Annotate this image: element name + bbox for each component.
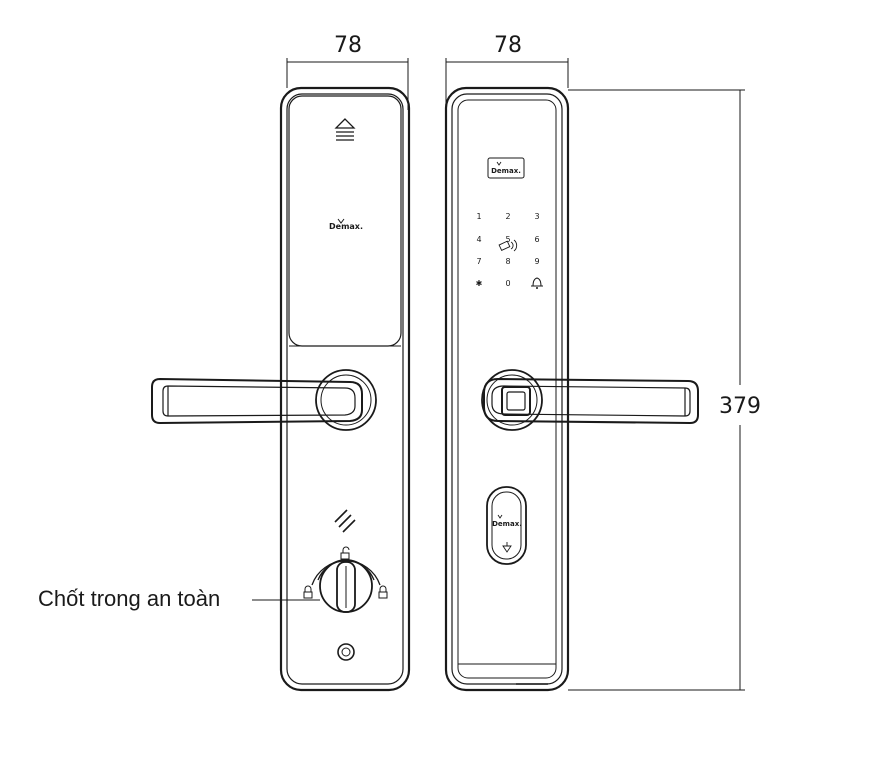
height-label: 379 <box>719 394 761 419</box>
bell-icon[interactable] <box>531 277 543 289</box>
front-handle-rose <box>481 369 543 431</box>
safety-latch-callout: Chốt trong an toàn <box>38 586 320 611</box>
back-handle-lever[interactable] <box>151 377 363 425</box>
key-3[interactable]: 3 <box>534 212 539 221</box>
sensor-hatch-icon <box>334 509 356 533</box>
front-handle-lever[interactable] <box>483 377 699 425</box>
key-arrow-icon <box>502 542 512 553</box>
front-brand-logo: Demax. <box>487 157 525 179</box>
key-8[interactable]: 8 <box>505 257 510 266</box>
dimension-width-back: 78 <box>286 33 409 110</box>
key-4[interactable]: 4 <box>476 235 481 244</box>
key-2[interactable]: 2 <box>505 212 510 221</box>
lock-icon <box>378 585 388 599</box>
unlock-icon <box>340 546 350 560</box>
front-panel: Demax. 1 2 3 4 5 6 7 8 9 ✱ 0 <box>444 86 699 692</box>
fingerprint-sensor-icon[interactable] <box>501 386 531 416</box>
svg-text:Demax.: Demax. <box>329 222 363 231</box>
key-5[interactable]: 5 <box>505 235 510 244</box>
key-7[interactable]: 7 <box>476 257 481 266</box>
key-6[interactable]: 6 <box>534 235 539 244</box>
nfc-card-icon <box>498 239 518 252</box>
back-handle-rose <box>315 369 377 431</box>
key-0[interactable]: 0 <box>505 279 510 288</box>
key-9[interactable]: 9 <box>534 257 539 266</box>
width-front-label: 78 <box>494 33 522 58</box>
key-1[interactable]: 1 <box>476 212 481 221</box>
front-badge-logo: Demax. <box>492 520 522 528</box>
back-brand-logo: Demax. <box>329 218 363 231</box>
eject-icon <box>334 118 356 141</box>
key-star[interactable]: ✱ <box>476 279 483 288</box>
width-back-label: 78 <box>334 33 362 58</box>
safety-latch-knob[interactable] <box>311 559 381 613</box>
svg-text:Demax.: Demax. <box>491 167 521 175</box>
lock-icon <box>303 585 313 599</box>
keypad: 1 2 3 4 5 6 7 8 9 ✱ 0 <box>476 212 543 289</box>
dimension-height: 379 <box>568 89 761 691</box>
back-panel: Demax. <box>151 86 411 692</box>
back-keyhole <box>337 643 355 661</box>
safety-latch-label: Chốt trong an toàn <box>38 586 220 611</box>
dimension-width-front: 78 <box>445 33 569 110</box>
front-lower-badge: Demax. <box>486 486 527 565</box>
battery-cover[interactable] <box>288 95 402 347</box>
